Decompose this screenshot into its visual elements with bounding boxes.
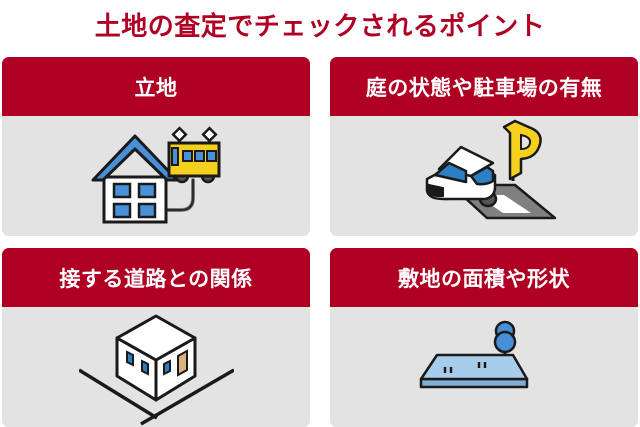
card-grid: 立地 <box>2 57 638 427</box>
card-road-relation-header: 接する道路との関係 <box>2 248 310 307</box>
land-plot-with-tree-icon <box>419 320 529 389</box>
car-in-parking-lot-icon <box>425 119 557 219</box>
card-site-area-shape-header: 敷地の面積や形状 <box>330 248 638 307</box>
page-title: 土地の査定でチェックされるポイント <box>94 11 546 41</box>
building-at-crossroads-icon <box>78 314 234 426</box>
house-with-train-icon <box>91 126 221 224</box>
card-location-header: 立地 <box>2 57 310 116</box>
card-location-body <box>2 116 310 236</box>
card-garden-parking: 庭の状態や駐車場の有無 <box>330 57 638 236</box>
card-site-area-shape-body <box>330 307 638 427</box>
card-road-relation: 接する道路との関係 <box>2 248 310 427</box>
card-site-area-shape: 敷地の面積や形状 <box>330 248 638 427</box>
card-garden-parking-body <box>330 116 638 236</box>
card-garden-parking-header: 庭の状態や駐車場の有無 <box>330 57 638 116</box>
card-road-relation-body <box>2 307 310 427</box>
card-location: 立地 <box>2 57 310 236</box>
